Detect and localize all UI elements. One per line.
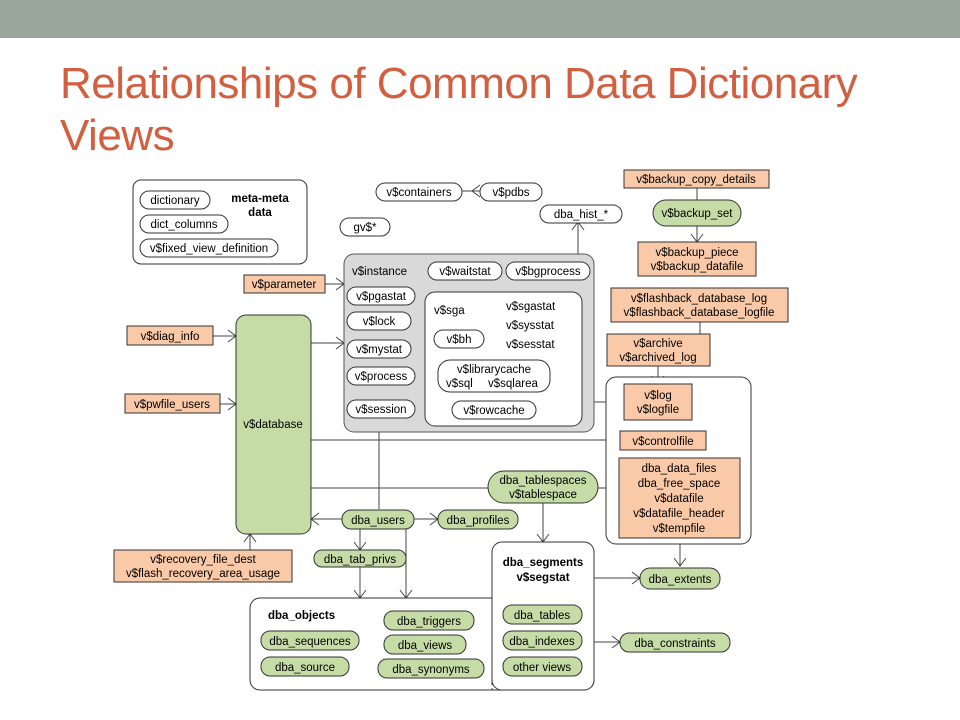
dba-hist-node: dba_hist_* [554,209,609,221]
dba-free-space-node: dba_free_space [638,478,720,490]
legend-item: dictionary [150,195,199,207]
dba-indexes-node: dba_indexes [509,636,574,648]
other-views-node: other views [513,662,571,674]
v-segstat-node: v$segstat [516,572,569,584]
v-flashback-database-log-node: v$flashback_database_log [631,293,767,305]
instance-group: v$instance v$waitstat v$bgprocess v$pgas… [343,253,595,433]
v-pdbs-node: v$pdbs [492,187,529,199]
v-log-node: v$log [644,390,672,402]
v-sqlarea-node: v$sqlarea [488,378,538,390]
v-backup-copy-details-node: v$backup_copy_details [636,174,756,186]
legend-item: v$fixed_view_definition [150,243,268,255]
v-diag-info-node: v$diag_info [141,331,200,343]
header-bar [0,0,960,38]
dba-synonyms-node: dba_synonyms [392,664,470,676]
v-mystat-node: v$mystat [356,344,403,356]
dba-profiles-node: dba_profiles [447,515,510,527]
dba-views-node: dba_views [398,640,453,652]
dba-triggers-node: dba_triggers [397,616,461,628]
legend-group: dictionary dict_columns v$fixed_view_def… [132,179,308,265]
v-containers-node: v$containers [386,187,451,199]
v-backup-set-node: v$backup_set [662,208,734,220]
gv-node: gv$* [353,222,377,234]
v-sysstat-node: v$sysstat [506,320,555,332]
v-datafile-header-node: v$datafile_header [633,508,725,520]
v-logfile-node: v$logfile [637,404,679,416]
v-session-node: v$session [355,404,406,416]
segments-objects-group: dba_segments v$segstat dba_tables dba_in… [249,541,595,691]
v-sql-node: v$sql [446,378,473,390]
v-waitstat-node: v$waitstat [439,266,491,278]
dba-tab-privs-node: dba_tab_privs [324,554,396,566]
dba-users-node: dba_users [351,515,405,527]
v-database-node: v$database [243,419,302,431]
v-datafile-node: v$datafile [654,493,703,505]
dba-segments-node: dba_segments [503,557,584,569]
v-backup-datafile-node: v$backup_datafile [651,261,744,273]
dba-source-node: dba_source [275,662,335,674]
legend-label: meta-meta [231,193,289,205]
v-bgprocess-node: v$bgprocess [515,266,580,278]
v-librarycache-node: v$librarycache [457,364,531,376]
v-rowcache-node: v$rowcache [463,405,524,417]
legend-item: dict_columns [150,219,217,231]
dba-constraints-node: dba_constraints [634,638,715,650]
v-sgastat-node: v$sgastat [506,301,556,313]
dba-tablespaces-node: dba_tablespaces [500,475,587,487]
v-tablespace-node: v$tablespace [509,489,577,501]
dba-tables-node: dba_tables [514,610,571,622]
v-sga-node: v$sga [434,305,465,317]
v-pgastat-node: v$pgastat [356,291,407,303]
v-tempfile-node: v$tempfile [653,523,705,535]
v-instance-node: v$instance [352,266,407,278]
v-sesstat-node: v$sesstat [506,339,555,351]
v-lock-node: v$lock [363,316,396,328]
v-bh-node: v$bh [447,334,472,346]
dba-objects-title: dba_objects [268,610,335,622]
v-backup-piece-node: v$backup_piece [655,247,738,259]
v-controlfile-node: v$controlfile [632,436,693,448]
dba-sequences-node: dba_sequences [269,636,350,648]
v-flashback-database-logfile-node: v$flashback_database_logfile [624,307,775,319]
dba-data-files-node: dba_data_files [642,463,717,475]
slide-title: Relationships of Common Data Dictionary … [60,59,858,160]
v-flash-recovery-area-usage-node: v$flash_recovery_area_usage [126,568,280,580]
dba-extents-node: dba_extents [649,574,712,586]
files-group: v$log v$logfile v$controlfile dba_data_f… [605,376,752,545]
v-archived-log-node: v$archived_log [619,352,696,364]
v-process-node: v$process [355,371,408,383]
legend-label: data [248,207,272,219]
v-recovery-file-dest-node: v$recovery_file_dest [150,554,256,566]
v-pwfile-users-node: v$pwfile_users [134,399,210,411]
v-parameter-node: v$parameter [252,279,317,291]
v-archive-node: v$archive [633,338,682,350]
